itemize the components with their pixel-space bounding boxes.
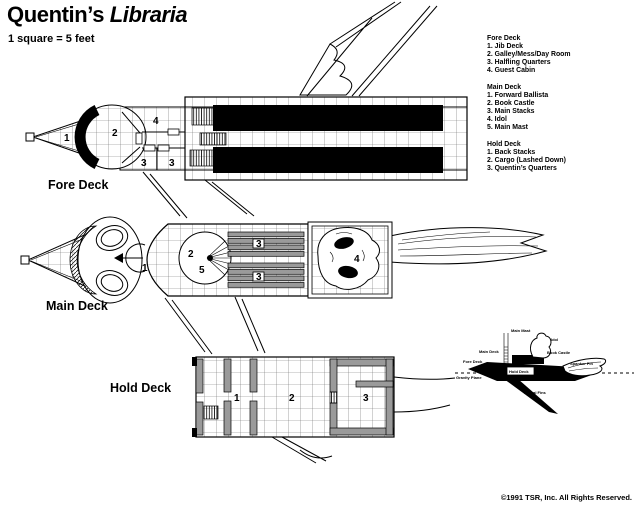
title-italic-part: Libraria xyxy=(109,2,188,27)
main-room-5: 5 xyxy=(199,265,205,276)
fore-room-2: 2 xyxy=(112,128,118,139)
hold-deck-plan: 1 2 3 xyxy=(192,356,456,464)
stairs xyxy=(199,132,227,146)
door xyxy=(135,132,143,145)
legend-heading: Hold Deck xyxy=(487,141,521,148)
legend-item: 5. Main Mast xyxy=(487,124,528,131)
legend-section-main-deck: Main Deck 1. Forward Ballista 2. Book Ca… xyxy=(487,84,617,132)
legend-item: 4. Guest Cabin xyxy=(487,67,536,74)
legend: Fore Deck 1. Jib Deck 2. Galley/Mess/Day… xyxy=(487,35,617,182)
bulb-crescent xyxy=(74,105,100,169)
main-room-2: 2 xyxy=(188,249,194,260)
main-room-4: 4 xyxy=(354,254,360,265)
fore-deck-label: Fore Deck xyxy=(48,178,109,192)
fore-room-4: 4 xyxy=(153,116,159,127)
main-room-3a: 3 xyxy=(256,239,262,250)
fore-room-3a: 3 xyxy=(141,158,147,169)
sideview-label-hold-deck: Hold Deck xyxy=(509,369,529,374)
legend-item: 1. Back Stacks xyxy=(487,149,536,156)
dark-block-lower xyxy=(213,147,443,173)
sideview-label-gravity-plane: Gravity Plane xyxy=(456,375,482,380)
stern-tail-fin xyxy=(389,227,548,265)
stairs xyxy=(189,149,215,167)
book-castle-block xyxy=(512,355,544,364)
fore-deck-plan: 1 2 4 3 3 xyxy=(25,1,468,219)
figurehead-eye-lower xyxy=(95,270,129,296)
sideview-label-spanker-fin: Spanker Fin xyxy=(570,361,593,366)
legend-heading: Main Deck xyxy=(487,84,522,91)
door-stairs xyxy=(329,391,338,404)
main-room-3b: 3 xyxy=(256,272,262,283)
rigging-main-to-hold xyxy=(164,296,266,355)
hull-lines-right xyxy=(393,376,456,413)
figurehead-crescent xyxy=(69,225,98,295)
hold-room-2: 2 xyxy=(289,393,295,404)
wing-shape xyxy=(299,43,353,96)
legend-item: 3. Halfling Quarters xyxy=(487,59,551,66)
stairs xyxy=(191,107,219,126)
fore-room-3b: 3 xyxy=(169,158,175,169)
legend-section-fore-deck: Fore Deck 1. Jib Deck 2. Galley/Mess/Day… xyxy=(487,35,617,75)
book-castle xyxy=(178,231,232,285)
door xyxy=(167,128,180,136)
side-view-diagram: Main Mast Idol Book Castle Main Deck For… xyxy=(455,328,634,414)
sideview-label-fore-deck: Fore Deck xyxy=(463,359,483,364)
sideview-label-idol: Idol xyxy=(551,337,558,342)
main-deck-plan: 1 2 5 3 3 4 xyxy=(20,216,548,355)
legend-heading: Fore Deck xyxy=(487,35,521,42)
idol-blob xyxy=(529,332,552,359)
ballista-symbol xyxy=(114,243,146,273)
legend-item: 1. Forward Ballista xyxy=(487,92,549,99)
rigging-fore-to-main xyxy=(142,171,255,219)
scale-note: 1 square = 5 feet xyxy=(8,33,95,45)
quentins-quarters-walls xyxy=(329,358,394,436)
sideview-label-main-deck: Main Deck xyxy=(479,349,500,354)
copyright-notice: ©1991 TSR, Inc. All Rights Reserved. xyxy=(500,493,632,502)
dark-block-upper xyxy=(213,105,443,131)
main-mast-dot xyxy=(207,255,213,261)
hold-room-1: 1 xyxy=(234,393,240,404)
rigging-lines-top xyxy=(306,1,438,97)
legend-item: 4. Idol xyxy=(487,116,507,123)
main-stacks xyxy=(227,231,305,288)
spanker-fin-shape xyxy=(562,357,607,377)
main-deck-label: Main Deck xyxy=(46,299,108,313)
door xyxy=(143,144,156,152)
sideview-label-dorsal-fins: Dorsal Fins xyxy=(524,390,547,395)
legend-item: 1. Jib Deck xyxy=(487,43,524,50)
figurehead-eye-upper xyxy=(95,225,129,251)
page-title: Quentin’s Libraria xyxy=(7,2,188,27)
sideview-label-main-mast: Main Mast xyxy=(511,328,531,333)
bowsprit-tip xyxy=(20,255,30,265)
idol-skull xyxy=(317,227,380,290)
sideview-label-book-castle: Book Castle xyxy=(547,350,571,355)
hold-room-3: 3 xyxy=(363,393,369,404)
hold-deck-label: Hold Deck xyxy=(110,381,172,395)
fore-room-1: 1 xyxy=(64,133,70,144)
stairs xyxy=(203,405,219,420)
back-stacks-walls xyxy=(223,358,258,436)
legend-item: 2. Book Castle xyxy=(487,100,535,107)
dorsal-fin-shape xyxy=(504,379,558,414)
legend-item: 3. Quentin’s Quarters xyxy=(487,165,557,172)
legend-item: 2. Galley/Mess/Day Room xyxy=(487,51,571,58)
main-room-1: 1 xyxy=(142,263,148,274)
bowsprit-tip xyxy=(25,132,35,142)
mast-ladder xyxy=(503,333,509,364)
legend-item: 2. Cargo (Lashed Down) xyxy=(487,157,566,164)
fin-lines-below xyxy=(271,436,333,464)
legend-section-hold-deck: Hold Deck 1. Back Stacks 2. Cargo (Lashe… xyxy=(487,141,617,173)
legend-item: 3. Main Stacks xyxy=(487,108,535,115)
door xyxy=(157,144,170,152)
